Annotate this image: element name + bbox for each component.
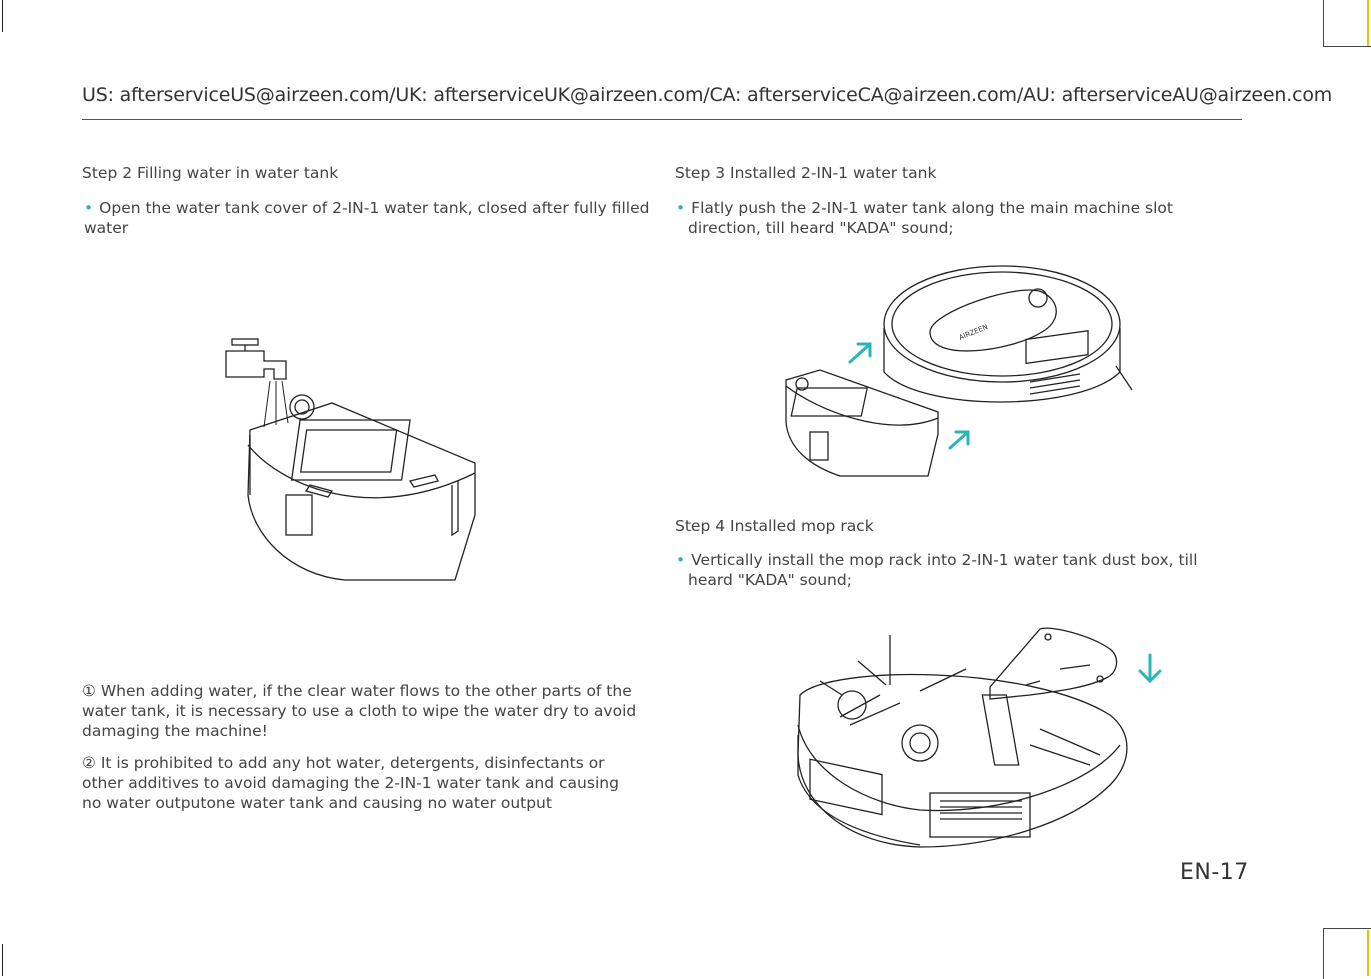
arrow-up-right-icon	[948, 430, 970, 450]
note-2: ② It is prohibited to add any hot water,…	[82, 754, 619, 812]
water-stream	[263, 380, 289, 428]
page-number: EN-17	[1180, 860, 1249, 885]
water-tank-filling-illustration	[225, 338, 476, 581]
robot-logo: AIRZEEN	[958, 323, 989, 342]
crop-box-bottom-right	[1323, 928, 1371, 979]
header-divider	[82, 119, 1242, 120]
bullet-dot-icon: •	[676, 551, 686, 569]
crop-mark-top-right	[1367, 0, 1369, 46]
step2-instruction: •Open the water tank cover of 2-IN-1 wat…	[84, 198, 664, 238]
crop-mark-top-left	[2, 0, 3, 32]
robot-vacuum-underside	[797, 635, 1128, 848]
bullet-dot-icon: •	[676, 199, 686, 217]
step2-title: Step 2 Filling water in water tank	[82, 164, 339, 182]
mop-rack-illustration	[797, 627, 1162, 848]
step2-bullet-text: Open the water tank cover of 2-IN-1 wate…	[84, 199, 650, 237]
crop-box-top-right	[1323, 0, 1371, 47]
step4-title: Step 4 Installed mop rack	[675, 517, 874, 535]
arrow-down-icon	[1138, 653, 1162, 684]
step4-instruction: •Vertically install the mop rack into 2-…	[676, 550, 1228, 590]
faucet-icon	[225, 338, 287, 380]
step4-bullet-text: Vertically install the mop rack into 2-I…	[688, 551, 1198, 589]
crop-mark-bottom-left	[2, 944, 3, 976]
step3-bullet-text: Flatly push the 2-IN-1 water tank along …	[688, 199, 1173, 237]
bullet-dot-icon: •	[84, 199, 94, 217]
step3-instruction: •Flatly push the 2-IN-1 water tank along…	[676, 198, 1248, 238]
contact-header: US: afterserviceUS@airzeen.com/UK: after…	[82, 84, 1333, 106]
tank-insertion-illustration: AIRZEEN	[785, 265, 1133, 477]
crop-mark-bottom-right	[1367, 930, 1369, 976]
water-tank-body	[247, 402, 476, 581]
robot-vacuum-top: AIRZEEN	[883, 265, 1133, 403]
step3-title: Step 3 Installed 2-IN-1 water tank	[675, 164, 937, 182]
note-1: ① When adding water, if the clear water …	[82, 682, 637, 740]
arrow-up-right-icon	[848, 342, 872, 364]
mop-rack	[989, 627, 1118, 700]
water-tank-side	[785, 369, 939, 477]
